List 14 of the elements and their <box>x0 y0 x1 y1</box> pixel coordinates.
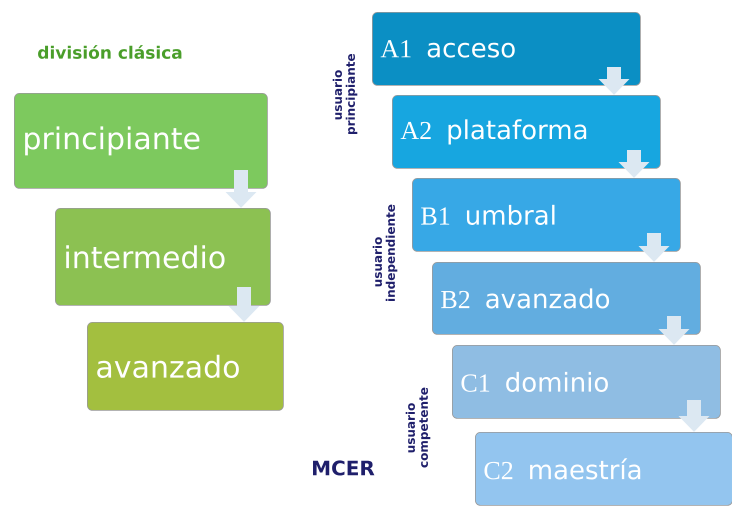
level-box: C1 dominio <box>452 344 721 419</box>
level-box: A2 plataforma <box>392 95 661 169</box>
level-box: intermedio <box>55 208 271 306</box>
level-box: B1 umbral <box>412 178 681 252</box>
level-box: C2 maestría <box>475 432 732 506</box>
side-label: usuario independiente <box>372 204 398 301</box>
level-box: B2 avanzado <box>432 262 701 335</box>
heading: MCER <box>313 460 374 476</box>
level-box: avanzado <box>87 322 284 411</box>
heading: división clásica <box>38 45 182 59</box>
level-box: A1 acceso <box>372 12 641 86</box>
side-label: usuario competente <box>406 388 430 468</box>
level-box: principiante <box>14 93 268 189</box>
side-label: usuario principiante <box>332 54 358 134</box>
